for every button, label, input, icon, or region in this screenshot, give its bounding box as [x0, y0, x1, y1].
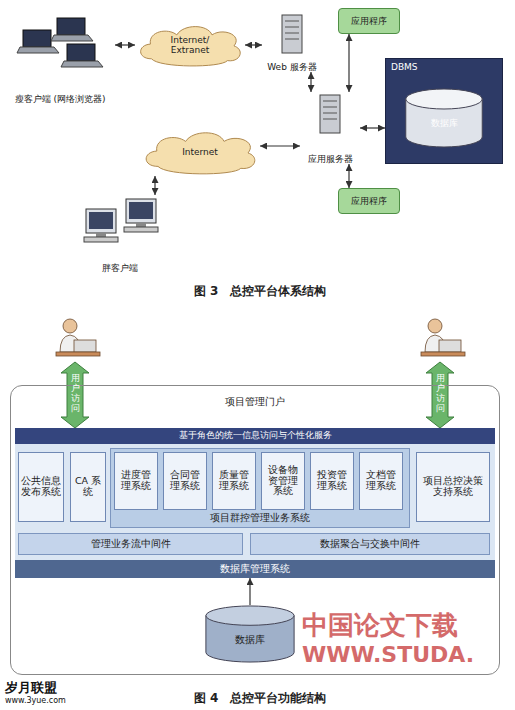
network-cloud: Internet/ Extranet	[135, 22, 245, 68]
node-text: 公共信息发布系统	[21, 476, 61, 498]
node-text: 设备物资管理系统	[264, 465, 302, 498]
system-box: CA 系统	[70, 452, 106, 522]
connector	[360, 127, 385, 128]
system-box: 设备物资管理系统	[261, 452, 305, 510]
figure-caption: 图 3 总控平台体系结构	[130, 283, 390, 300]
system-box: 合同管理系统	[163, 452, 207, 510]
watermark: 岁月联盟	[5, 679, 85, 697]
node-text: 合同管理系统	[166, 470, 204, 492]
node-text: 质量管理系统	[215, 470, 253, 492]
system-box: 投资管理系统	[310, 452, 354, 510]
database-cylinder: 数据库	[405, 88, 483, 148]
node-text: 基于角色的统一信息访问与个性化服务	[179, 431, 332, 441]
connector	[348, 34, 349, 92]
user-figure	[56, 319, 100, 356]
connector	[310, 72, 311, 92]
system-box: 文档管理系统	[359, 452, 403, 510]
laptop-icon	[5, 12, 115, 72]
system-box: 质量管理系统	[212, 452, 256, 510]
app-program-box: 应用程序	[338, 188, 400, 214]
node-text: 应用服务器	[308, 154, 353, 164]
connector	[115, 44, 135, 45]
node-text: 数据库管理系统	[220, 564, 290, 575]
system-box: 公共信息发布系统	[18, 452, 64, 522]
connector	[260, 145, 300, 146]
node-text: 管理业务流中间件	[91, 539, 171, 550]
node-text: 数据库	[235, 634, 265, 646]
node-text: CA 系统	[73, 476, 103, 498]
access-arrow	[61, 362, 89, 428]
system-box: 项目总控决策支持系统	[416, 452, 490, 522]
node-text: 应用程序	[351, 16, 387, 26]
watermark: 中国论文下载	[302, 608, 492, 643]
server: 应用服务器	[300, 92, 360, 164]
connector	[348, 164, 349, 188]
node-text: 数据库	[431, 118, 458, 128]
arrow-label: 用户访问	[436, 374, 445, 414]
node-text: 瘦客户端 (网络浏览器)	[15, 94, 106, 104]
node-text: Internet/ Extranet	[152, 35, 229, 56]
desktop-icon	[70, 195, 170, 251]
connector	[249, 578, 250, 605]
thin-client: 瘦客户端 (网络浏览器)	[5, 12, 115, 104]
node-text: 项目群控管理业务系统	[210, 513, 310, 524]
node-text: 项目管理门户	[225, 396, 285, 408]
connector	[245, 44, 262, 45]
arrow-label: 用户访问	[71, 374, 80, 414]
server: Web 服务器	[262, 12, 322, 72]
inner-area	[15, 444, 495, 578]
middleware-box: 数据聚合与交换中间件	[250, 533, 490, 555]
node-text: Web 服务器	[267, 62, 316, 72]
node-text: 数据聚合与交换中间件	[320, 539, 420, 550]
server-icon	[300, 92, 360, 138]
node-text: 胖客户端	[102, 263, 138, 273]
app-program-box: 应用程序	[338, 8, 400, 34]
network-cloud: Internet	[140, 128, 260, 176]
node-text: DBMS	[391, 62, 418, 72]
node-text: 投资管理系统	[313, 470, 351, 492]
node-text: Internet	[182, 147, 218, 157]
fat-client: 胖客户端	[70, 195, 170, 273]
business-group: 项目群控管理业务系统 进度管理系统合同管理系统质量管理系统设备物资管理系统投资管理…	[110, 448, 410, 528]
database-cylinder: 数据库	[205, 605, 295, 663]
node-text: 项目总控决策支持系统	[419, 476, 487, 498]
watermark: www.3yue.com	[5, 696, 95, 705]
figure-caption: 图 4 总控平台功能结构	[130, 690, 390, 707]
node-text: 应用程序	[351, 196, 387, 206]
access-arrow	[426, 362, 454, 428]
server-icon	[262, 12, 322, 58]
portal-band: 基于角色的统一信息访问与个性化服务	[15, 428, 495, 444]
middleware-box: 管理业务流中间件	[18, 533, 243, 555]
dbms-band: 数据库管理系统	[15, 560, 495, 578]
node-text: 进度管理系统	[117, 470, 155, 492]
connector	[154, 176, 155, 195]
user-figure	[421, 319, 465, 356]
dbms-box: DBMS 数据库	[385, 58, 503, 164]
system-box: 进度管理系统	[114, 452, 158, 510]
cylinder-shape	[205, 605, 295, 663]
watermark: WWW.STUDA.	[302, 642, 492, 667]
node-text: 文档管理系统	[362, 470, 400, 492]
